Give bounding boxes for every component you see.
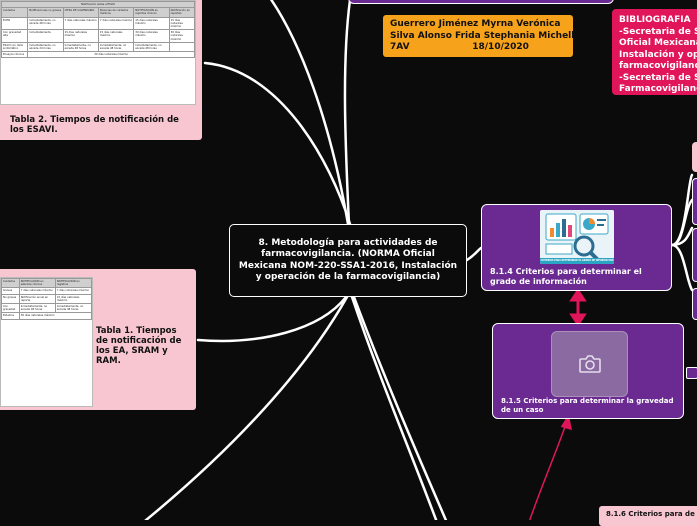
table-header: Cuidados: [1, 278, 20, 289]
table-cell: 15 días naturales máximo: [133, 16, 170, 31]
bibliography-line: -Secretaria de S: [619, 26, 697, 37]
table-2-caption: Tabla 2. Tiempos de notificación de los …: [10, 115, 179, 135]
table-1-card[interactable]: Cuidados NOTIFICACIÓN en estudios clínic…: [0, 269, 196, 410]
partial-node[interactable]: [692, 228, 697, 282]
table-cell: 7 días naturales máximo: [97, 16, 135, 31]
author-line-2: Silva Alonso Frida Stephania Michell: [390, 30, 575, 41]
node-8-1-4[interactable]: CRITERIOS PARA DETERMINAR EL GRADO DE IN…: [481, 204, 672, 291]
table-cell: Inmediatamente, no excede 48 horas: [18, 302, 56, 314]
central-topic[interactable]: 8. Metodología para actividades de farma…: [229, 224, 467, 297]
table-cell: Inmediatamente, no excede 48 horas: [54, 302, 92, 314]
bibliography-line: farmacovigilanc: [619, 61, 697, 71]
node-8-1-6[interactable]: 8.1.6 Criterios para de: [599, 506, 697, 526]
image-placeholder[interactable]: [551, 331, 628, 397]
table-cell: Con gravedad: [1, 302, 20, 314]
central-topic-text: 8. Metodología para actividades de farma…: [238, 237, 458, 283]
bibliography-line: -Secretaria de S: [619, 72, 697, 83]
table-header: Personas de cuidados médicos: [97, 7, 135, 18]
table-header: Notificación en reportes: [168, 7, 195, 18]
link-icon[interactable]: [686, 367, 697, 379]
camera-icon: [578, 355, 601, 373]
table-cell: ECEN: [1, 16, 29, 31]
table-header: CIFRA DE CALENDARIO: [62, 7, 99, 18]
table-cell: 15 días naturales máximo: [62, 29, 99, 43]
table-cell: Inmediatamente: [27, 29, 64, 43]
partial-node[interactable]: [692, 288, 697, 320]
dashboard-illustration-icon: [540, 210, 614, 264]
partial-node-pink[interactable]: [692, 142, 697, 172]
table-cell: 30 días naturales máximo: [27, 51, 195, 59]
table-cell: 15 días naturales máximo: [168, 16, 195, 31]
table-cell: Inmediatamente, no excede 48 horas: [27, 16, 64, 31]
table-cell: Inmediatamente, no excede 48 horas: [62, 41, 99, 53]
table-cell: Notificación anual en reporte: [18, 293, 56, 305]
table-header: NOTIFICACIÓN en registros: [54, 278, 92, 289]
table-2-image: Notificación antes a ESAVI Cuidados Noti…: [0, 0, 196, 105]
table-header: Cuidados: [1, 7, 29, 18]
table-cell: Estudios: [1, 312, 20, 320]
node-8-1-4-label: 8.1.4 Criterios para determinar el grado…: [490, 267, 642, 286]
node-8-1-5-label: 8.1.5 Criterios para determinar la grave…: [501, 397, 674, 414]
table-cell: [168, 41, 195, 53]
ea-sram-ram-table: Cuidados NOTIFICACIÓN en estudios clínic…: [1, 278, 92, 320]
partial-node[interactable]: [692, 178, 697, 225]
table-cell: 30 días naturales máximo: [133, 29, 170, 43]
table-1-image: Cuidados NOTIFICACIÓN en estudios clínic…: [0, 277, 93, 407]
table-cell: 15 días naturales máximo: [54, 293, 92, 305]
bibliography-note[interactable]: BIBLIOGRAFIA -Secretaria de S Oficial Me…: [612, 9, 697, 95]
table-cell: ESAVI con daño sintomático: [1, 41, 29, 53]
node-8-1-5[interactable]: 8.1.5 Criterios para determinar la grave…: [492, 323, 684, 419]
table-header: NOTIFICACIÓN en reportes clínicos: [133, 7, 170, 18]
table-header: NOTIFICACIÓN en estudios clínicos: [18, 278, 56, 289]
table-cell: 7 días naturales máximo: [62, 16, 99, 31]
bibliography-line: Farmacovigilanc: [619, 84, 697, 94]
table-cell: 15 días naturales máximo: [97, 29, 135, 43]
table-2-card[interactable]: Notificación antes a ESAVI Cuidados Noti…: [0, 0, 202, 140]
table-cell: No graves: [1, 293, 20, 305]
table-cell: Inmediatamente, no excede 24 horas: [27, 41, 64, 53]
table-cell: Inmediatamente, no excede 48 horas: [133, 41, 170, 53]
authors-note[interactable]: Guerrero Jiménez Myrna Verónica Silva Al…: [383, 15, 575, 57]
table-cell: 30 días naturales máximo: [168, 29, 195, 43]
information-criteria-image: CRITERIOS PARA DETERMINAR EL GRADO DE IN…: [540, 210, 614, 264]
table-cell: Inmediatamente, no excede 48 horas: [97, 41, 135, 53]
bibliography-line: Instalación y op: [619, 49, 697, 60]
esavi-table: Notificación antes a ESAVI Cuidados Noti…: [1, 1, 195, 59]
author-line-1: Guerrero Jiménez Myrna Verónica: [390, 19, 561, 29]
top-node-partial[interactable]: [348, 0, 614, 4]
table-cell: Con gravedad alta: [1, 29, 29, 43]
table-header: Notificaciones no graves: [27, 7, 64, 18]
table-cell: 30 días naturales máximo: [18, 312, 92, 320]
bibliography-title: BIBLIOGRAFIA: [619, 15, 691, 25]
node-8-1-6-label: 8.1.6 Criterios para de: [606, 510, 695, 518]
table-cell: Ensayos clínicos: [1, 51, 29, 59]
image-caption: CRITERIOS PARA DETERMINAR EL GRADO DE IN…: [540, 259, 614, 262]
author-date-line: 7AV 18/10/2020: [390, 42, 529, 52]
bibliography-line: Oficial Mexicana: [619, 38, 697, 48]
table-1-caption: Tabla 1. Tiempos de notificación de los …: [96, 326, 182, 366]
